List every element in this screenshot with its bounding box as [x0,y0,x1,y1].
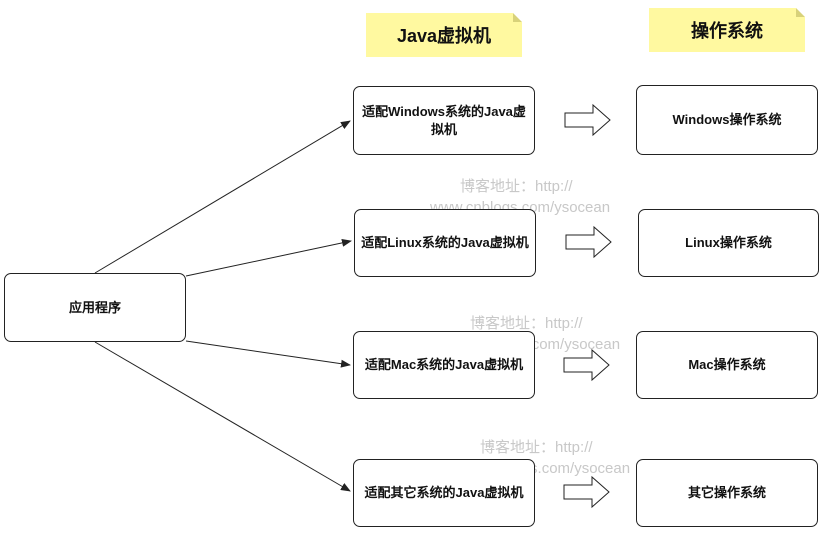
note-fold [513,13,522,22]
jvm-header-label: Java虚拟机 [396,26,492,46]
os-header-label: 操作系统 [691,21,763,41]
os-label-windows: Windows操作系统 [672,112,782,127]
connector-app-to-mac-jvm [185,340,351,368]
jvm-box-other: 适配其它系统的Java虚拟机 [353,459,535,527]
block-arrow-other [563,475,610,509]
os-label-linux: Linux操作系统 [685,235,772,250]
jvm-header-note: Java虚拟机 [366,13,522,57]
connector-app-to-windows-jvm [94,120,351,274]
os-box-mac: Mac操作系统 [636,331,818,399]
block-arrow-windows [564,103,611,137]
jvm-label-linux: 适配Linux系统的Java虚拟机 [361,235,529,250]
block-arrow-mac [563,348,610,382]
os-label-other: 其它操作系统 [687,485,766,500]
note-fold [796,8,805,17]
jvm-box-linux: 适配Linux系统的Java虚拟机 [354,209,536,277]
os-box-other: 其它操作系统 [636,459,818,527]
jvm-label-mac: 适配Mac系统的Java虚拟机 [364,357,524,372]
jvm-box-windows: 适配Windows系统的Java虚拟机 [353,86,535,155]
block-arrow-linux [565,225,612,259]
os-box-linux: Linux操作系统 [638,209,819,277]
jvm-label-windows: 适配Windows系统的Java虚拟机 [362,103,526,137]
os-box-windows: Windows操作系统 [636,85,818,155]
os-label-mac: Mac操作系统 [688,357,766,372]
jvm-box-mac: 适配Mac系统的Java虚拟机 [353,331,535,399]
app-box: 应用程序 [4,273,186,342]
connector-app-to-other-jvm [94,341,351,492]
os-header-note: 操作系统 [649,8,805,52]
connector-app-to-linux-jvm [185,238,352,277]
app-label: 应用程序 [68,299,121,315]
jvm-label-other: 适配其它系统的Java虚拟机 [364,485,524,500]
